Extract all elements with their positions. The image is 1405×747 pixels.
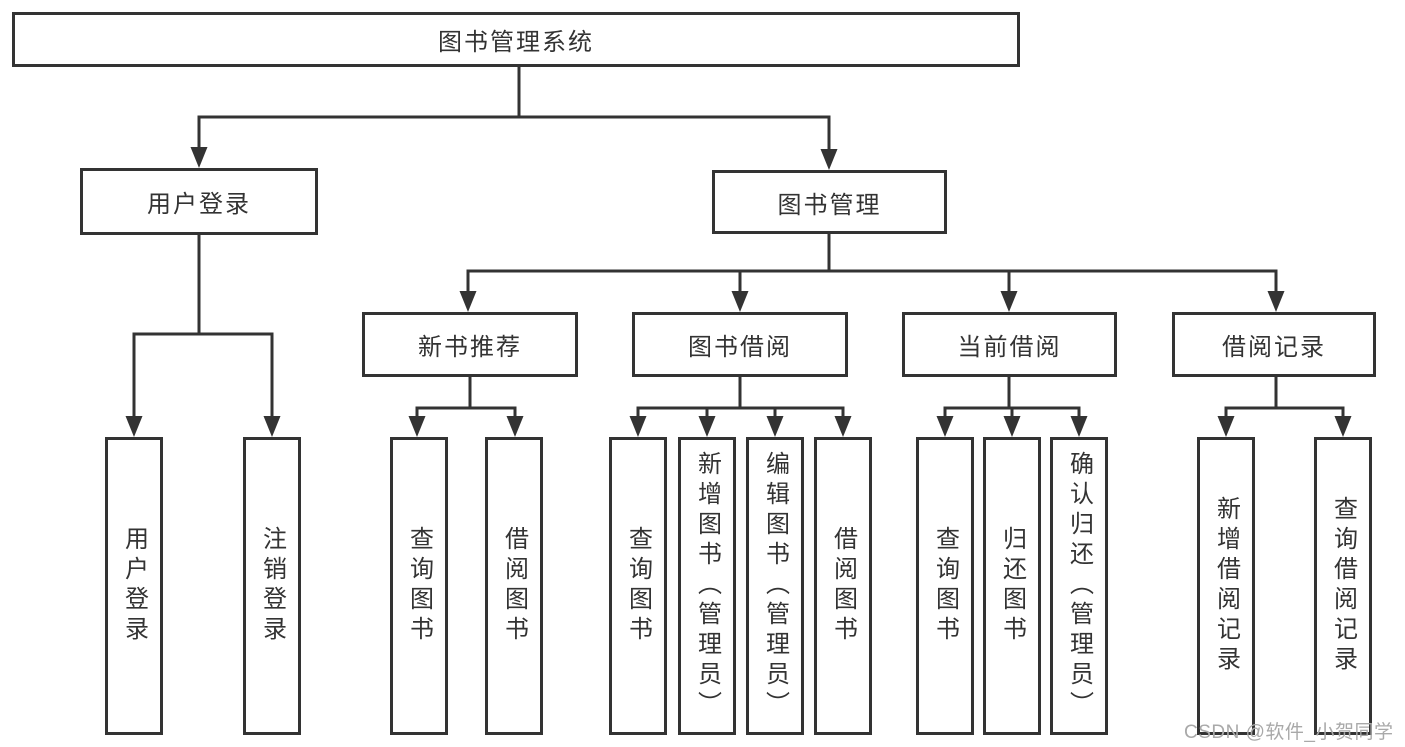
node-user-login: 用户登录: [80, 168, 318, 235]
leaf-query-books-3: 查询图书: [916, 437, 974, 735]
leaf-edit-books-admin: 编辑图书（管理员）: [746, 437, 804, 735]
arrowhead-down-icon: [408, 416, 426, 437]
leaf-query-borrow-record: 查询借阅记录: [1314, 437, 1372, 735]
leaf-query-books-2: 查询图书: [609, 437, 667, 735]
arrowhead-down-icon: [190, 147, 208, 168]
watermark: CSDN @软件_小贺同学: [1184, 722, 1394, 743]
node-borrow-records: 借阅记录: [1172, 312, 1376, 377]
arrowhead-down-icon: [1000, 291, 1018, 312]
leaf-borrow-books-2: 借阅图书: [814, 437, 872, 735]
arrowhead-down-icon: [834, 416, 852, 437]
arrowhead-down-icon: [1217, 416, 1235, 437]
leaf-return-books: 归还图书: [983, 437, 1041, 735]
arrowhead-down-icon: [1070, 416, 1088, 437]
node-new-book-recommend: 新书推荐: [362, 312, 578, 377]
leaf-add-books-admin: 新增图书（管理员）: [678, 437, 736, 735]
leaf-logout-login: 注销登录: [243, 437, 301, 735]
arrowhead-down-icon: [263, 416, 281, 437]
leaf-add-borrow-record: 新增借阅记录: [1197, 437, 1255, 735]
arrowhead-down-icon: [629, 416, 647, 437]
arrowhead-down-icon: [1267, 291, 1285, 312]
node-book-borrow: 图书借阅: [632, 312, 848, 377]
node-book-management: 图书管理: [712, 170, 947, 234]
leaf-query-books-1: 查询图书: [390, 437, 448, 735]
arrowhead-down-icon: [820, 149, 838, 170]
leaf-confirm-return-admin: 确认归还（管理员）: [1050, 437, 1108, 735]
arrowhead-down-icon: [766, 416, 784, 437]
leaf-borrow-books-1: 借阅图书: [485, 437, 543, 735]
arrowhead-down-icon: [125, 416, 143, 437]
node-root-system: 图书管理系统: [12, 12, 1020, 67]
arrowhead-down-icon: [698, 416, 716, 437]
arrowhead-down-icon: [1003, 416, 1021, 437]
arrowhead-down-icon: [936, 416, 954, 437]
arrowhead-down-icon: [506, 416, 524, 437]
arrowhead-down-icon: [1334, 416, 1352, 437]
arrowhead-down-icon: [731, 291, 749, 312]
leaf-user-login: 用户登录: [105, 437, 163, 735]
arrowhead-down-icon: [459, 291, 477, 312]
node-current-borrow: 当前借阅: [902, 312, 1117, 377]
